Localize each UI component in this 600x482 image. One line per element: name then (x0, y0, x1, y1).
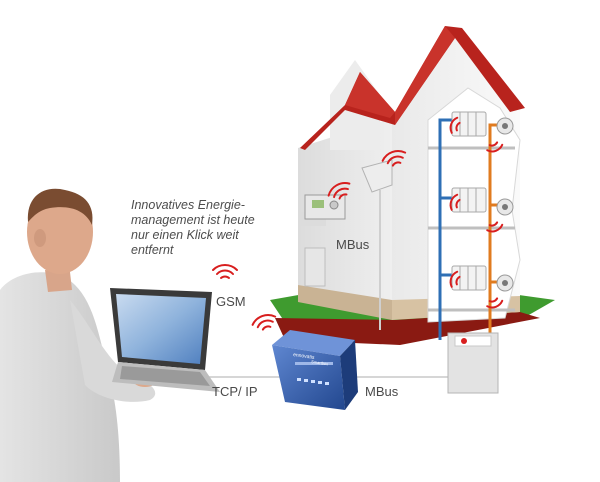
radiator-icon (451, 187, 487, 213)
caption-line-4: entfernt (131, 243, 174, 257)
caption-text: Innovatives Energie- management ist heut… (131, 198, 301, 258)
house-base (298, 285, 392, 320)
tcpip-label: TCP/ IP (212, 384, 258, 399)
boiler-icon (447, 332, 499, 394)
heat-meter-icon (496, 274, 514, 292)
caption-line-2: management ist heute (131, 213, 255, 227)
heat-meter-icon (496, 117, 514, 135)
signal-waves-icon (327, 182, 351, 200)
mbus-upper-label: MBus (336, 237, 370, 252)
device-brand-label: ennovatis (293, 352, 316, 361)
heat-meter-icon (496, 198, 514, 216)
device-model-label: Smartbox (311, 359, 329, 366)
signal-waves-icon (449, 193, 461, 211)
signal-waves-icon (486, 221, 504, 233)
mbus-lower-label: MBus (365, 384, 399, 399)
signal-waves-icon (381, 150, 407, 167)
caption-line-3: nur einen Klick weit (131, 228, 239, 242)
radiator-icon (451, 111, 487, 137)
radiator-icon (451, 265, 487, 291)
signal-waves-icon (212, 264, 238, 279)
gateway-device-icon: ennovatis Smartbox (272, 330, 358, 410)
heat-meters (496, 117, 514, 292)
meter-panel-icon (304, 194, 346, 220)
return-pipe (438, 118, 455, 340)
ground-soil (275, 312, 540, 345)
signal-waves-icon (486, 141, 504, 153)
house-door (304, 247, 326, 287)
caption-line-1: Innovatives Energie- (131, 198, 245, 212)
signal-waves-icon (251, 314, 277, 331)
signal-waves-icon (486, 297, 504, 309)
signal-waves-icon (449, 270, 461, 288)
signal-waves-icon (449, 116, 461, 134)
signal-waves (212, 116, 504, 331)
radiators (451, 111, 487, 291)
gsm-label: GSM (216, 294, 246, 309)
wall-router-icon (361, 159, 393, 330)
house-icon (270, 26, 555, 345)
laptop-icon (110, 288, 220, 392)
